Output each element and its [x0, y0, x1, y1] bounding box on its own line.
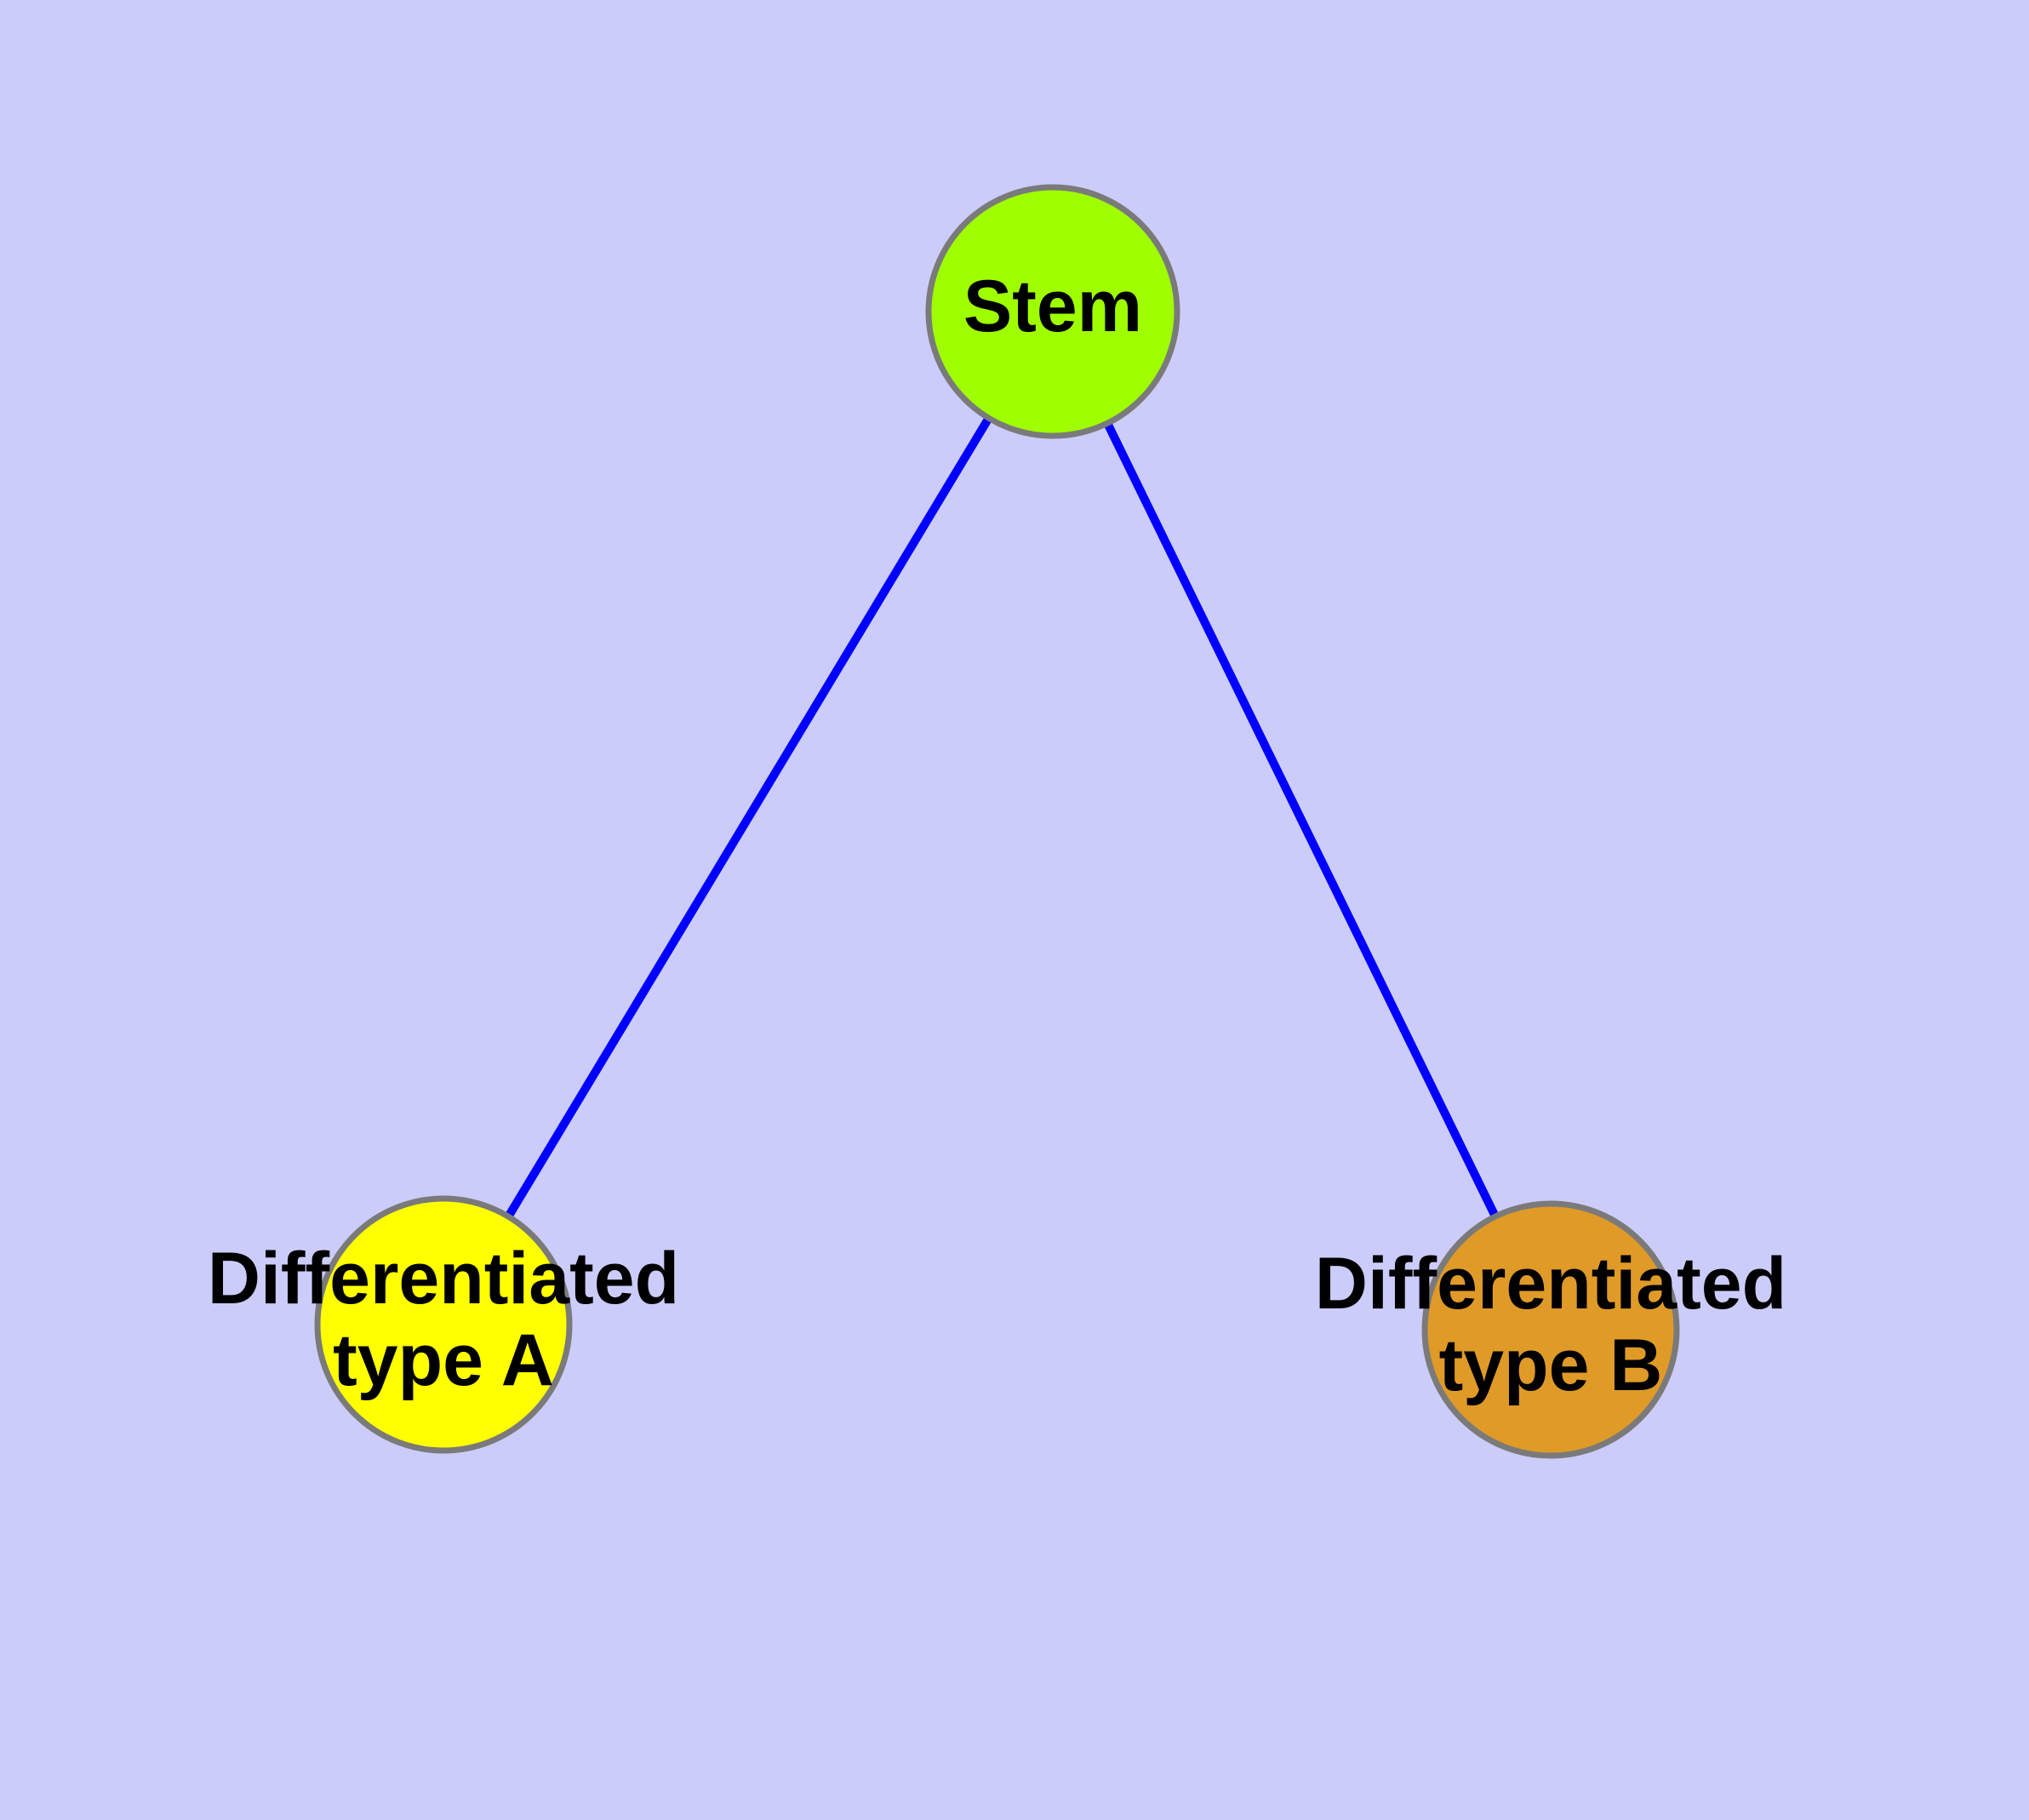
- nodes-layer: [314, 184, 1680, 1459]
- node-stem-circle[interactable]: [925, 184, 1180, 439]
- edges-layer: [439, 309, 1555, 1332]
- edge-stem-to-differentiated-type-a[interactable]: [439, 309, 1057, 1327]
- node-label-line: Differentiated: [208, 1238, 679, 1319]
- edge-stem-to-differentiated-type-b[interactable]: [1049, 309, 1555, 1332]
- node-label-line: Differentiated: [1315, 1243, 1786, 1325]
- node-stem-label: Stem: [963, 266, 1142, 347]
- node-label-line: Stem: [963, 266, 1142, 347]
- node-differentiated-type-b-circle[interactable]: [1421, 1200, 1680, 1459]
- node-differentiated-type-a-circle[interactable]: [314, 1195, 573, 1454]
- node-differentiated-type-a[interactable]: [314, 1195, 573, 1454]
- node-stem[interactable]: [925, 184, 1180, 439]
- node-label-line: type B: [1439, 1325, 1663, 1406]
- node-label-line: type A: [333, 1319, 554, 1401]
- node-differentiated-type-b[interactable]: [1421, 1200, 1680, 1459]
